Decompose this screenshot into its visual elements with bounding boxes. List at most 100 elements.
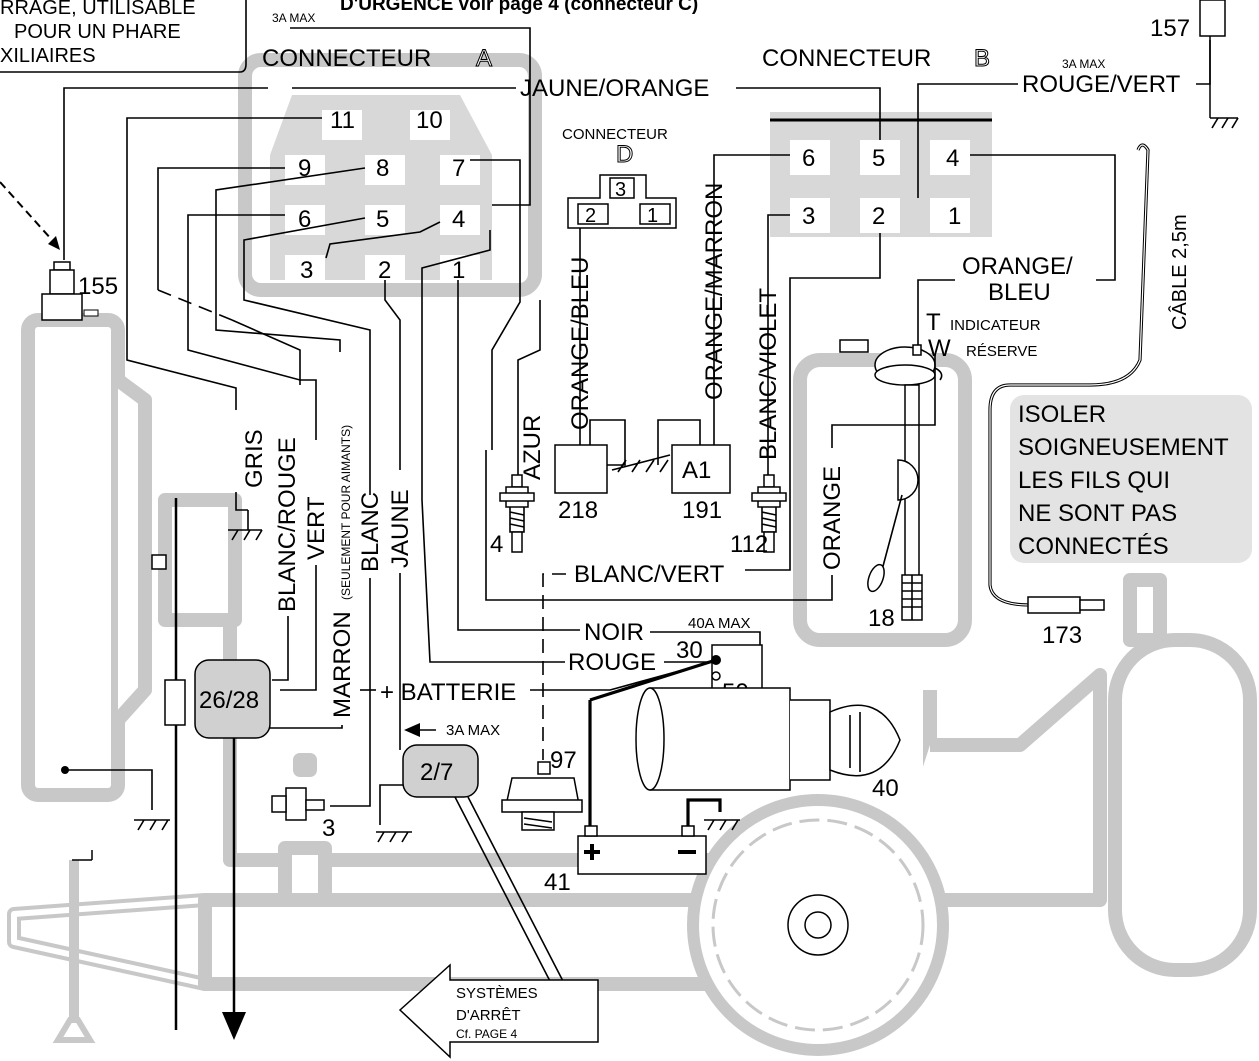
wire-to-155 — [63, 87, 268, 260]
svg-text:5: 5 — [872, 145, 885, 172]
svg-text:D: D — [616, 141, 633, 168]
svg-text:155: 155 — [78, 273, 118, 300]
svg-text:2: 2 — [378, 257, 391, 284]
svg-text:7: 7 — [452, 155, 465, 182]
wire-jaune-orange-right — [736, 87, 881, 140]
component-2-7: 3A MAX 2/7 — [376, 688, 566, 986]
cable-173: CÂBLE 2,5m 173 — [988, 143, 1191, 649]
svg-text:112: 112 — [730, 531, 768, 558]
label-orange: ORANGE — [819, 466, 846, 570]
svg-text:6: 6 — [298, 206, 311, 233]
svg-text:CONNECTEUR: CONNECTEUR — [562, 126, 668, 143]
svg-text:CONNECTÉS: CONNECTÉS — [1018, 533, 1169, 560]
wire-blanc-vert-b — [745, 233, 881, 571]
wire-bundle-left: GRIS BLANC/ROUGE VERT MARRON (SEULEMENT … — [126, 117, 414, 807]
svg-text:BLANC/ROUGE: BLANC/ROUGE — [274, 437, 301, 612]
connector-d: CONNECTEUR D 3 2 1 — [562, 126, 677, 229]
svg-text:Cf. PAGE 4: Cf. PAGE 4 — [456, 1027, 517, 1041]
component-157: 157 — [1150, 0, 1239, 129]
label-30: 30 — [676, 637, 703, 664]
wire-blanc-vert — [542, 573, 566, 760]
label-azur: AZUR — [519, 415, 546, 480]
wire-noir — [457, 280, 580, 631]
svg-text:3: 3 — [322, 815, 335, 842]
wire-to-157 — [1196, 40, 1211, 85]
wire-pin3 — [325, 221, 441, 259]
component-18: 18 — [831, 339, 943, 632]
label-t: T — [926, 309, 941, 336]
svg-text:NE SONT PAS: NE SONT PAS — [1018, 500, 1177, 527]
wire-rouge-vert — [917, 83, 1018, 198]
label-rouge-vert: ROUGE/VERT — [1022, 71, 1181, 98]
svg-text:BLANC: BLANC — [357, 492, 384, 572]
svg-text:5: 5 — [376, 206, 389, 233]
note-box: ISOLER SOIGNEUSEMENT LES FILS QUI NE SON… — [1010, 395, 1252, 563]
svg-text:3: 3 — [300, 257, 313, 284]
svg-text:18: 18 — [868, 605, 895, 632]
component-26-28: 26/28 — [151, 498, 271, 1040]
component-155: 155 — [0, 181, 118, 321]
svg-text:3: 3 — [802, 203, 815, 230]
svg-text:26/28: 26/28 — [199, 687, 259, 714]
svg-text:8: 8 — [376, 155, 389, 182]
wire-blanc-violet — [767, 214, 790, 480]
svg-text:CONNECTEUR: CONNECTEUR — [262, 45, 431, 72]
svg-text:MARRON: MARRON — [329, 611, 356, 718]
component-97: 97 — [501, 747, 583, 831]
svg-text:6: 6 — [802, 145, 815, 172]
component-4: 4 — [490, 474, 535, 558]
connector-b: CONNECTEUR B 6 5 4 3 2 1 — [762, 45, 992, 237]
component-218: 218 — [554, 419, 626, 524]
svg-text:3A MAX: 3A MAX — [446, 722, 500, 739]
svg-text:CONNECTEUR: CONNECTEUR — [762, 45, 931, 72]
component-40-starter: 50 40 — [635, 644, 901, 802]
svg-text:4: 4 — [946, 145, 959, 172]
svg-text:B: B — [974, 45, 990, 72]
svg-text:JAUNE: JAUNE — [387, 489, 414, 568]
wire-orange-marron — [713, 154, 790, 400]
svg-text:D'ARRÊT: D'ARRÊT — [456, 1007, 521, 1024]
svg-text:2: 2 — [585, 205, 596, 227]
label-reserve: RÉSERVE — [966, 343, 1037, 360]
amp-limit-top: 3A MAX — [272, 11, 315, 25]
svg-text:1: 1 — [948, 203, 961, 230]
svg-text:9: 9 — [298, 155, 311, 182]
svg-text:2: 2 — [872, 203, 885, 230]
wire-rouge — [421, 230, 565, 663]
wire-top — [290, 27, 531, 206]
label-orange-bleu-1: ORANGE/ — [962, 253, 1073, 280]
svg-text:SOIGNEUSEMENT: SOIGNEUSEMENT — [1018, 434, 1229, 461]
connector-a: CONNECTEUR A 11 10 9 8 7 6 5 4 3 2 1 — [262, 45, 493, 285]
svg-text:(SEULEMENT POUR AIMANTS): (SEULEMENT POUR AIMANTS) — [339, 425, 353, 600]
svg-text:40: 40 — [872, 775, 899, 802]
top-title: D'URGENCE voir page 4 (connecteur C) — [340, 0, 698, 15]
label-w: W — [928, 335, 951, 362]
battery-cable-top — [589, 658, 717, 702]
label-orange-bleu-2: BLEU — [988, 279, 1051, 306]
svg-text:3: 3 — [615, 179, 626, 201]
svg-text:4: 4 — [490, 531, 503, 558]
svg-text:XILIAIRES: XILIAIRES — [0, 45, 96, 67]
label-40a: 40A MAX — [688, 615, 751, 632]
label-rouge: ROUGE — [568, 649, 656, 676]
svg-text:2/7: 2/7 — [420, 759, 453, 786]
component-41-battery: 41 — [544, 798, 740, 896]
svg-text:173: 173 — [1042, 622, 1082, 649]
trailer-wheel — [687, 794, 949, 1056]
radiator-ground — [65, 769, 153, 810]
svg-text:191: 191 — [682, 497, 722, 524]
label-blanc-vert: BLANC/VERT — [574, 561, 725, 588]
svg-text:A: A — [476, 45, 492, 72]
amp-limit-right: 3A MAX — [1062, 57, 1105, 71]
svg-text:VERT: VERT — [303, 496, 330, 560]
svg-text:218: 218 — [558, 497, 598, 524]
svg-text:CÂBLE 2,5m: CÂBLE 2,5m — [1168, 214, 1191, 330]
wire-to-sender — [917, 279, 955, 345]
label-jaune-orange: JAUNE/ORANGE — [520, 75, 709, 102]
svg-text:10: 10 — [416, 107, 443, 134]
label-noir: NOIR — [584, 619, 644, 646]
svg-text:A1: A1 — [682, 457, 711, 484]
svg-text:157: 157 — [1150, 15, 1190, 42]
svg-text:41: 41 — [544, 869, 571, 896]
